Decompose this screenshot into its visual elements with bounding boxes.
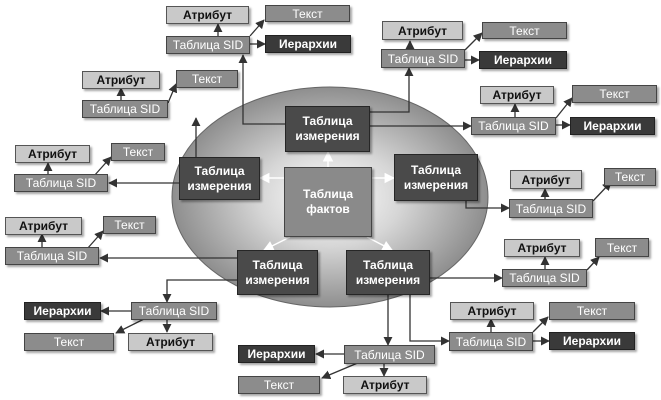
- dimension-table-left: Таблица измерения: [179, 157, 260, 200]
- text-box: Текст: [572, 85, 657, 103]
- sid-table: Таблица SID: [131, 302, 217, 320]
- attribute-box: Атрибут: [128, 333, 213, 351]
- attribute-box: Атрибут: [15, 145, 90, 163]
- sid-table: Таблица SID: [82, 100, 168, 118]
- connector: [162, 279, 255, 303]
- arrow-fact-bottom-right: [366, 236, 393, 251]
- sid-table: Таблица SID: [471, 117, 556, 135]
- connector: [370, 67, 414, 113]
- connector: [115, 318, 145, 334]
- connector: [93, 156, 112, 177]
- sid-table: Таблица SID: [509, 199, 593, 218]
- attribute-box: Атрибут: [450, 302, 534, 320]
- arrow-fact-bottom-left: [263, 236, 291, 251]
- hierarchy-box: Иерархии: [265, 35, 351, 53]
- hierarchy-box: Иерархии: [24, 302, 101, 320]
- hierarchy-box: Иерархии: [570, 117, 655, 135]
- connector: [167, 83, 178, 104]
- attribute-box: Атрибут: [510, 170, 582, 189]
- text-box: Текст: [482, 22, 567, 39]
- connector: [321, 361, 361, 380]
- text-box: Текст: [103, 216, 156, 234]
- connector: [238, 54, 285, 125]
- dimension-table-top: Таблица измерения: [285, 106, 370, 152]
- sid-table: Таблица SID: [502, 269, 587, 287]
- connector-lines: [37, 19, 612, 380]
- sid-table: Таблица SID: [5, 247, 99, 265]
- text-box: Текст: [549, 302, 635, 320]
- text-box: Текст: [595, 238, 649, 257]
- connector: [249, 19, 265, 37]
- hierarchy-box: Иерархии: [238, 345, 315, 363]
- attribute-box: Атрибут: [382, 21, 463, 40]
- text-box: Текст: [238, 376, 320, 394]
- dimension-table-bottom-left: Таблица измерения: [237, 250, 318, 295]
- attribute-box: Атрибут: [82, 71, 160, 89]
- connector: [464, 32, 483, 51]
- connector: [586, 256, 600, 271]
- hierarchy-box: Иерархии: [549, 332, 635, 350]
- attribute-box: Атрибут: [480, 86, 554, 104]
- text-box: Текст: [24, 333, 114, 351]
- sid-table: Таблица SID: [344, 345, 435, 364]
- dimension-table-bottom-right: Таблица измерения: [346, 250, 430, 295]
- connector: [555, 97, 573, 119]
- fact-to-dimension-arrows: [258, 150, 396, 251]
- sid-table: Таблица SID: [449, 332, 533, 351]
- attribute-box: Атрибут: [343, 376, 427, 394]
- sid-table: Таблица SID: [14, 174, 108, 192]
- sid-table: Таблица SID: [381, 49, 465, 68]
- connector: [409, 295, 450, 346]
- text-box: Текст: [176, 70, 238, 88]
- attribute-box: Атрибут: [504, 239, 580, 257]
- attribute-box: Атрибут: [166, 6, 249, 24]
- connector: [86, 230, 104, 250]
- dimension-table-right: Таблица измерения: [394, 154, 478, 201]
- text-box: Текст: [111, 143, 165, 161]
- fact-table: Таблица фактов: [284, 167, 372, 237]
- text-box: Текст: [604, 168, 656, 186]
- hierarchy-box: Иерархии: [479, 51, 567, 69]
- connector: [532, 316, 549, 333]
- text-box: Текст: [265, 5, 350, 22]
- attribute-box: Атрибут: [5, 217, 82, 235]
- sid-table: Таблица SID: [166, 36, 250, 54]
